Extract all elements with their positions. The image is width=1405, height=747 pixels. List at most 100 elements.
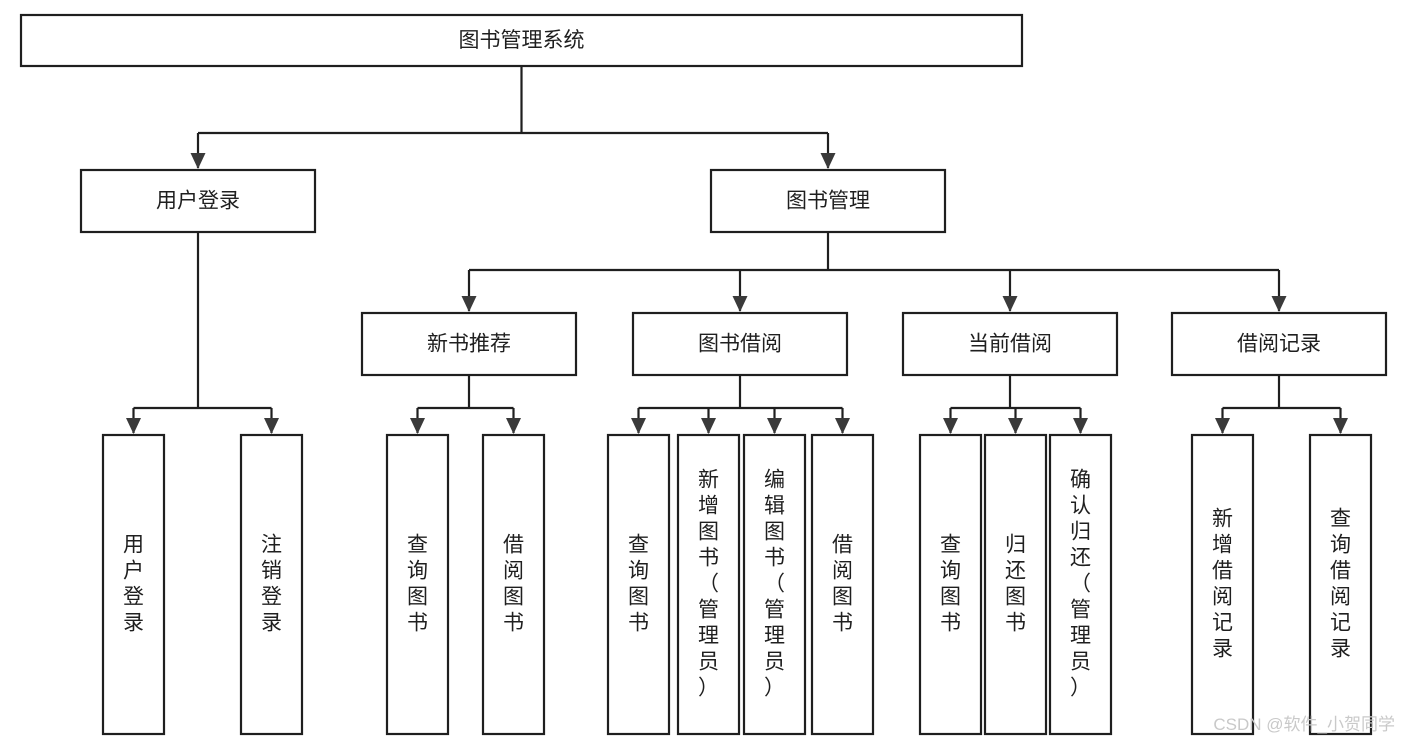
- svg-text:借: 借: [1212, 560, 1233, 583]
- svg-text:询: 询: [628, 560, 649, 583]
- svg-text:确: 确: [1070, 469, 1091, 492]
- svg-text:询: 询: [940, 560, 961, 583]
- svg-text:辑: 辑: [764, 495, 785, 518]
- svg-text:阅: 阅: [503, 560, 524, 583]
- svg-text:增: 增: [698, 495, 719, 518]
- node-new-book-recommend[interactable]: 新书推荐: [360, 311, 578, 377]
- leaf-user-login[interactable]: 用户登录: [101, 433, 166, 736]
- connector-layer: [126, 66, 1348, 434]
- svg-text:户: 户: [123, 560, 144, 583]
- svg-text:书: 书: [698, 547, 719, 570]
- svg-text:询: 询: [407, 560, 428, 583]
- svg-text:记: 记: [1212, 612, 1233, 635]
- svg-text:录: 录: [1330, 638, 1351, 661]
- svg-text:书: 书: [1005, 612, 1026, 635]
- svg-text:归: 归: [1070, 521, 1091, 544]
- node-book-borrow[interactable]: 图书借阅: [631, 311, 849, 377]
- leaf-user-login-label: 用户登录: [123, 534, 144, 635]
- svg-text:理: 理: [764, 625, 785, 648]
- svg-text:记: 记: [1330, 612, 1351, 635]
- svg-text:图: 图: [940, 586, 961, 609]
- svg-text:归: 归: [1005, 534, 1026, 557]
- svg-text:员: 员: [698, 651, 719, 674]
- svg-text:图: 图: [832, 586, 853, 609]
- svg-text:阅: 阅: [832, 560, 853, 583]
- svg-text:图: 图: [764, 521, 785, 544]
- svg-text:借: 借: [832, 534, 853, 557]
- node-book-borrow-label: 图书借阅: [698, 333, 782, 356]
- root-node-book-management-system[interactable]: 图书管理系统: [19, 13, 1024, 68]
- svg-text:新: 新: [698, 469, 719, 492]
- node-new-book-recommend-label: 新书推荐: [427, 333, 511, 356]
- svg-text:图: 图: [698, 521, 719, 544]
- svg-text:新: 新: [1212, 508, 1233, 531]
- svg-text:（: （: [1070, 573, 1091, 596]
- svg-text:）: ）: [698, 677, 719, 700]
- node-borrow-record-label: 借阅记录: [1237, 333, 1321, 356]
- svg-text:书: 书: [628, 612, 649, 635]
- svg-text:管: 管: [698, 599, 719, 622]
- svg-text:用: 用: [123, 534, 144, 557]
- svg-text:借: 借: [1330, 560, 1351, 583]
- svg-text:）: ）: [764, 677, 785, 700]
- node-current-borrow-label: 当前借阅: [968, 333, 1052, 356]
- svg-text:查: 查: [407, 534, 428, 557]
- node-book-management-label: 图书管理: [786, 190, 870, 213]
- svg-text:图: 图: [503, 586, 524, 609]
- svg-text:员: 员: [1070, 651, 1091, 674]
- node-user-login-label: 用户登录: [156, 190, 240, 213]
- svg-text:书: 书: [940, 612, 961, 635]
- svg-text:图: 图: [407, 586, 428, 609]
- svg-text:查: 查: [940, 534, 961, 557]
- svg-text:登: 登: [261, 586, 282, 609]
- svg-text:管: 管: [764, 599, 785, 622]
- svg-text:图: 图: [628, 586, 649, 609]
- svg-text:编: 编: [764, 469, 785, 492]
- csdn-watermark: CSDN @软件_小贺同学: [1213, 715, 1395, 734]
- svg-text:员: 员: [764, 651, 785, 674]
- svg-text:理: 理: [1070, 625, 1091, 648]
- svg-text:书: 书: [503, 612, 524, 635]
- svg-text:认: 认: [1070, 495, 1091, 518]
- svg-text:注: 注: [261, 534, 282, 557]
- node-borrow-record[interactable]: 借阅记录: [1170, 311, 1388, 377]
- node-current-borrow[interactable]: 当前借阅: [901, 311, 1119, 377]
- node-user-login[interactable]: 用户登录: [79, 168, 317, 234]
- svg-text:还: 还: [1005, 560, 1026, 583]
- svg-text:图: 图: [1005, 586, 1026, 609]
- svg-text:询: 询: [1330, 534, 1351, 557]
- svg-text:阅: 阅: [1330, 586, 1351, 609]
- svg-text:录: 录: [261, 612, 282, 635]
- svg-text:阅: 阅: [1212, 586, 1233, 609]
- svg-text:登: 登: [123, 586, 144, 609]
- svg-text:（: （: [764, 573, 785, 596]
- svg-text:（: （: [698, 573, 719, 596]
- svg-text:管: 管: [1070, 599, 1091, 622]
- svg-text:录: 录: [1212, 638, 1233, 661]
- svg-text:借: 借: [503, 534, 524, 557]
- node-book-management[interactable]: 图书管理: [709, 168, 947, 234]
